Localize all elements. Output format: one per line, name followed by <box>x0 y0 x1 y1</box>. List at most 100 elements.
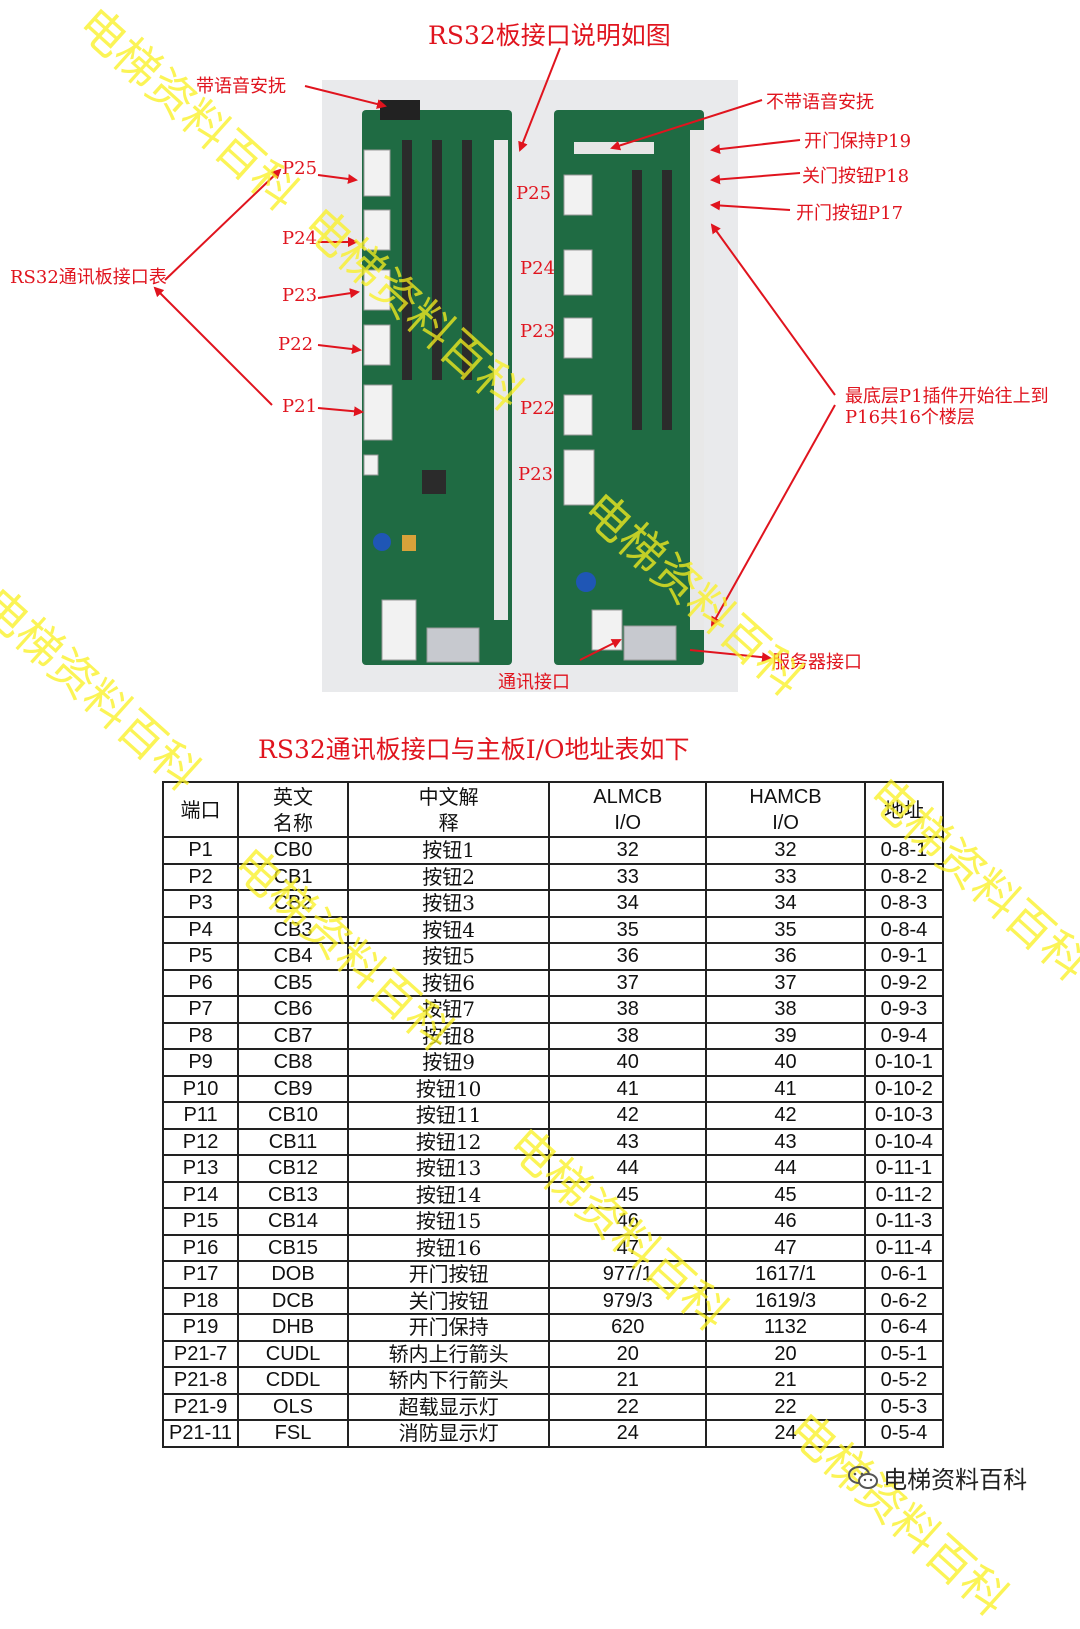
cell-en-name: CB10 <box>237 1101 349 1130</box>
label-right-p25: P25 <box>516 183 552 204</box>
cell-address: 0-9-2 <box>863 968 945 997</box>
cell-almcb: 40 <box>548 1048 708 1077</box>
cell-port: P3 <box>161 889 240 918</box>
cell-cn-desc: 按钮8 <box>346 1021 551 1050</box>
cell-en-name: CUDL <box>237 1339 349 1368</box>
header-en-name: 英文名称 <box>237 781 349 838</box>
cell-address: 0-6-2 <box>863 1286 945 1315</box>
cell-port: P12 <box>161 1127 240 1156</box>
cell-en-name: CB13 <box>237 1180 349 1209</box>
cell-port: P11 <box>161 1101 240 1130</box>
cell-en-name: FSL <box>237 1419 349 1448</box>
header-port: 端口 <box>161 781 240 838</box>
header-almcb: ALMCB I/O <box>548 781 708 838</box>
cell-address: 0-9-4 <box>863 1021 945 1050</box>
cell-cn-desc: 按钮2 <box>346 862 551 891</box>
header-cn-desc: 中文解释 <box>346 781 551 838</box>
cell-en-name: DOB <box>237 1260 349 1289</box>
cell-almcb: 979/3 <box>548 1286 708 1315</box>
cell-hamcb: 39 <box>705 1021 866 1050</box>
cell-address: 0-6-1 <box>863 1260 945 1289</box>
cell-en-name: CB0 <box>237 836 349 865</box>
cell-address: 0-6-4 <box>863 1313 945 1342</box>
label-rs32-interface-table: RS32通讯板接口表 <box>10 267 167 288</box>
cell-port: P9 <box>161 1048 240 1077</box>
cell-address: 0-11-3 <box>863 1207 945 1236</box>
cell-almcb: 24 <box>548 1419 708 1448</box>
cell-en-name: CB12 <box>237 1154 349 1183</box>
cell-address: 0-8-4 <box>863 915 945 944</box>
cell-almcb: 47 <box>548 1233 708 1262</box>
cell-hamcb: 20 <box>705 1339 866 1368</box>
cell-hamcb: 36 <box>705 942 866 971</box>
cell-almcb: 21 <box>548 1366 708 1395</box>
cell-en-name: CB11 <box>237 1127 349 1156</box>
cell-hamcb: 44 <box>705 1154 866 1183</box>
cell-port: P17 <box>161 1260 240 1289</box>
cell-cn-desc: 按钮14 <box>346 1180 551 1209</box>
label-right-p24: P24 <box>520 258 556 279</box>
cell-cn-desc: 按钮13 <box>346 1154 551 1183</box>
voice-connector <box>380 100 420 120</box>
cell-hamcb: 1617/1 <box>705 1260 866 1289</box>
cell-en-name: CB14 <box>237 1207 349 1236</box>
cell-cn-desc: 按钮9 <box>346 1048 551 1077</box>
cell-cn-desc: 按钮15 <box>346 1207 551 1236</box>
cell-hamcb: 24 <box>705 1419 866 1448</box>
cell-address: 0-8-3 <box>863 889 945 918</box>
cell-hamcb: 45 <box>705 1180 866 1209</box>
cell-address: 0-5-1 <box>863 1339 945 1368</box>
cell-port: P13 <box>161 1154 240 1183</box>
cell-port: P10 <box>161 1074 240 1103</box>
cell-address: 0-9-1 <box>863 942 945 971</box>
cell-hamcb: 41 <box>705 1074 866 1103</box>
cell-port: P18 <box>161 1286 240 1315</box>
cell-cn-desc: 按钮5 <box>346 942 551 971</box>
cell-cn-desc: 超载显示灯 <box>346 1392 551 1421</box>
cell-almcb: 34 <box>548 889 708 918</box>
label-server-port: 服务器接口 <box>772 652 862 673</box>
cell-en-name: CB15 <box>237 1233 349 1262</box>
label-with-voice: 带语音安抚 <box>196 76 286 97</box>
cell-address: 0-5-4 <box>863 1419 945 1448</box>
cell-address: 0-5-2 <box>863 1366 945 1395</box>
cell-address: 0-8-1 <box>863 836 945 865</box>
cell-port: P14 <box>161 1180 240 1209</box>
cell-hamcb: 21 <box>705 1366 866 1395</box>
cell-port: P7 <box>161 995 240 1024</box>
cell-en-name: CB8 <box>237 1048 349 1077</box>
cell-en-name: CDDL <box>237 1366 349 1395</box>
cell-hamcb: 33 <box>705 862 866 891</box>
cell-cn-desc: 按钮4 <box>346 915 551 944</box>
cell-port: P16 <box>161 1233 240 1262</box>
label-left-p25: P25 <box>282 158 318 179</box>
figure-title: RS32板接口说明如图 <box>428 21 671 50</box>
cell-en-name: CB3 <box>237 915 349 944</box>
cell-address: 0-9-3 <box>863 995 945 1024</box>
cell-hamcb: 1619/3 <box>705 1286 866 1315</box>
cell-almcb: 46 <box>548 1207 708 1236</box>
label-right-p22: P22 <box>520 398 556 419</box>
cell-hamcb: 22 <box>705 1392 866 1421</box>
label-door-close-p18: 关门按钮P18 <box>802 166 910 187</box>
label-door-hold-p19: 开门保持P19 <box>804 131 912 152</box>
left-board <box>362 110 512 665</box>
cell-almcb: 43 <box>548 1127 708 1156</box>
cell-hamcb: 46 <box>705 1207 866 1236</box>
label-without-voice: 不带语音安抚 <box>766 92 874 113</box>
cell-address: 0-10-2 <box>863 1074 945 1103</box>
cell-hamcb: 32 <box>705 836 866 865</box>
cell-port: P5 <box>161 942 240 971</box>
cell-hamcb: 38 <box>705 995 866 1024</box>
cell-almcb: 42 <box>548 1101 708 1130</box>
label-left-p21: P21 <box>282 396 318 417</box>
